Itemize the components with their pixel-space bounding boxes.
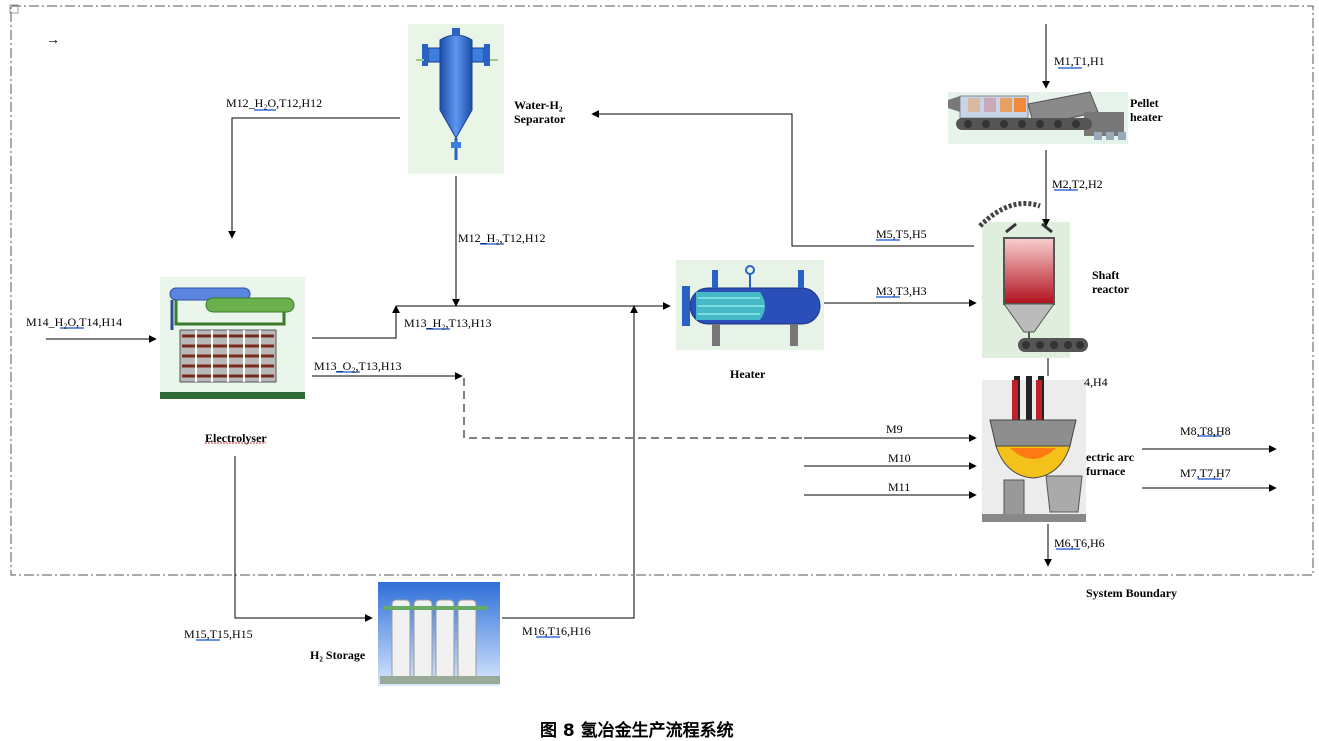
stream-m8-label: M8,T8,H8	[1180, 424, 1231, 438]
stream-m12-h2-label: M12_H₂,T12,H12	[458, 231, 546, 245]
corner-mark	[9, 4, 19, 14]
stream-m1-label: M1,T1,H1	[1054, 54, 1105, 68]
electrolyser-image	[160, 277, 305, 399]
water-h2-separator-image	[408, 24, 504, 174]
flow-m5	[591, 110, 974, 247]
figure-caption: 图 8 氢冶金生产流程系统	[540, 721, 734, 741]
stream-m9-label: M9	[886, 422, 903, 436]
flow-m12-h2o	[228, 117, 400, 239]
flow-m15	[234, 456, 373, 622]
spell-underlines	[60, 67, 1222, 641]
heater-label: Heater	[730, 367, 766, 381]
stream-m4-label: 4,H4	[1084, 375, 1108, 389]
stream-m13-o2-label: M13_O₂,T13,H13	[314, 359, 402, 373]
system-boundary	[10, 5, 1314, 576]
stream-m16-label: M16,T16,H16	[522, 624, 591, 638]
stream-m2-label: M2,T2,H2	[1052, 177, 1103, 191]
flow-m13-h2	[312, 305, 400, 339]
h2-storage-label: H₂ Storage	[310, 648, 366, 662]
stream-m15-label: M15,T15,H15	[184, 627, 253, 641]
electric-arc-furnace-image	[982, 376, 1086, 522]
system-boundary-label: System Boundary	[1086, 586, 1178, 600]
stream-m10-label: M10	[888, 451, 911, 465]
shaft-reactor-label: Shaft reactor	[1092, 268, 1130, 296]
heater-image	[676, 260, 824, 350]
stream-m12-h2o-label: M12_H₂O,T12,H12	[226, 96, 323, 110]
stream-m13-h2-label: M13_H₂,T13,H13	[404, 316, 492, 330]
pellet-heater-image	[948, 91, 1128, 144]
water-h2-separator-label: Water-H₂ Separator	[514, 98, 566, 126]
flow-m16	[502, 305, 638, 619]
electrolyser-label: Electrolyser	[205, 431, 267, 445]
stream-m6-label: M6,T6,H6	[1054, 536, 1105, 550]
stream-m11-label: M11	[888, 480, 911, 494]
stream-m5-label: M5,T5,H5	[876, 227, 927, 241]
stream-m14-label: M14_H₂O,T14,H14	[26, 315, 123, 329]
shaft-reactor-image	[978, 201, 1088, 358]
corner-arrow: →	[46, 33, 60, 48]
electric-arc-furnace-label: ectric arc furnace	[1086, 450, 1135, 478]
flow-m13-o2-dashed	[463, 378, 830, 439]
h2-storage-image	[378, 582, 500, 686]
stream-m7-label: M7,T7,H7	[1180, 466, 1231, 480]
stream-m3-label: M3,T3,H3	[876, 284, 927, 298]
pellet-heater-label: Pellet heater	[1130, 96, 1163, 124]
